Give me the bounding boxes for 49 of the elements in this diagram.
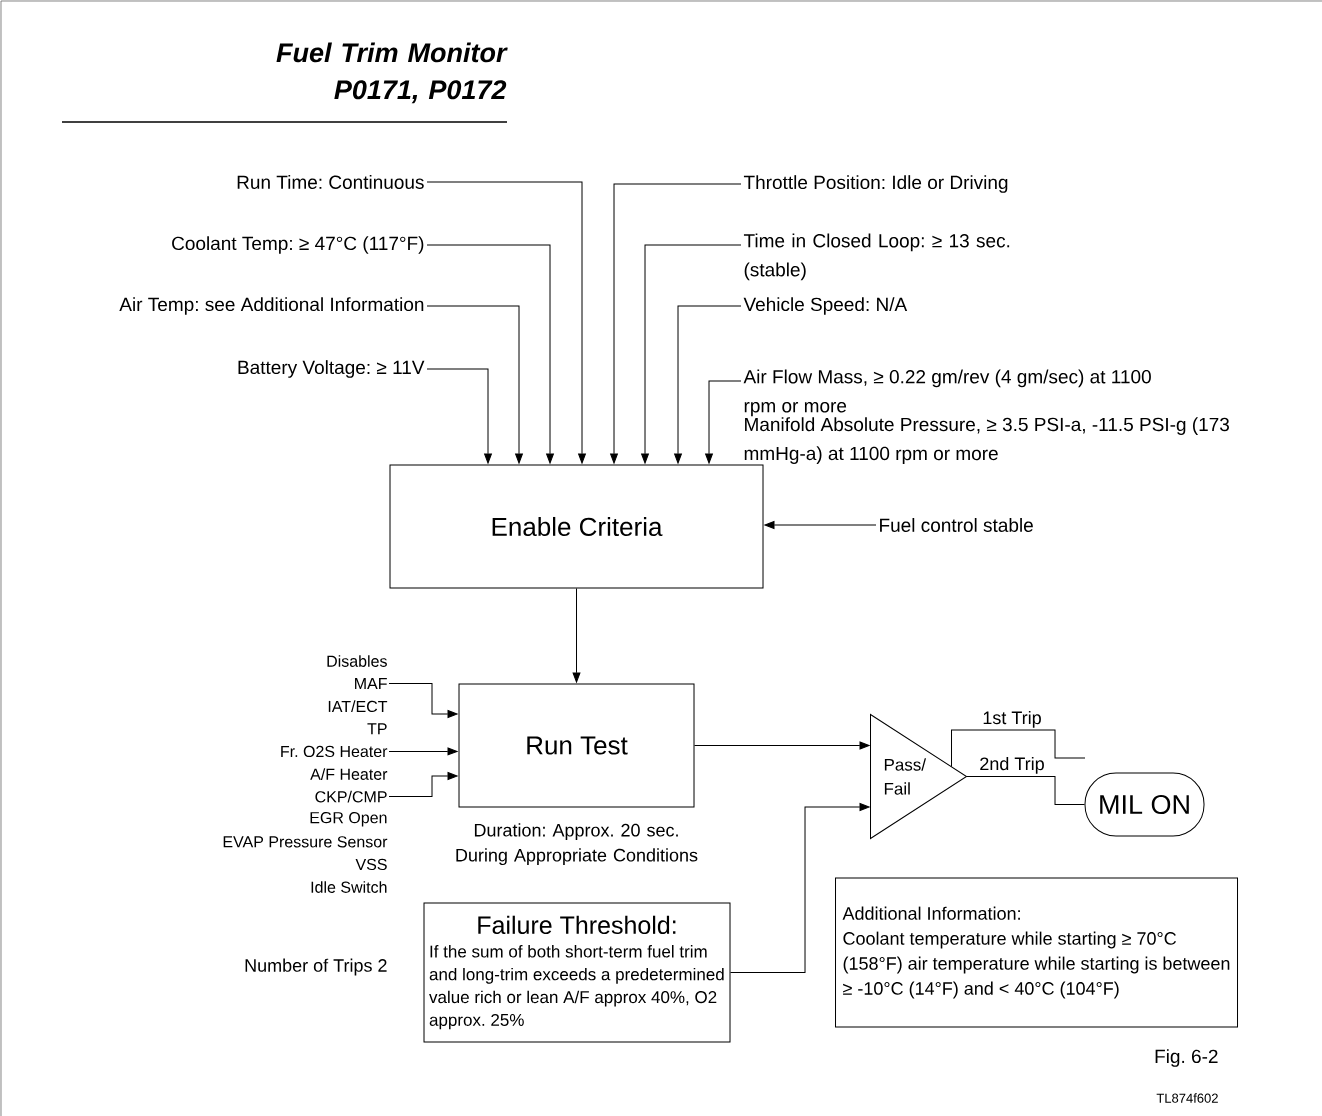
heading-text: Disables bbox=[327, 655, 387, 667]
arrow bbox=[388, 747, 458, 756]
connector-line bbox=[951, 729, 1086, 767]
input-label: TP bbox=[367, 723, 387, 735]
connector-line bbox=[966, 776, 1085, 805]
arrow bbox=[705, 380, 742, 464]
title: Fuel Trim Monitor P0171, P0172 bbox=[276, 42, 508, 104]
condition-label: Run Time: Continuous bbox=[237, 175, 424, 189]
edge-label: 2nd Trip bbox=[978, 755, 1046, 775]
input-label: CKP/CMP bbox=[315, 790, 387, 803]
arrow bbox=[426, 305, 523, 464]
arrow bbox=[641, 244, 742, 464]
condition-label: Coolant Temp: ≥ 47°C (117°F) bbox=[172, 236, 424, 254]
condition-label: Air Temp: see Additional Information bbox=[119, 297, 424, 315]
arrow bbox=[426, 244, 554, 464]
input-label: A/F Heater bbox=[310, 768, 388, 780]
process-box: Enable Criteria bbox=[389, 464, 764, 589]
figure-id: TL874f602 bbox=[1156, 1093, 1218, 1103]
condition-label: Air Flow Mass, ≥ 0.22 gm/rev (4 gm/sec) at 1100 rpm or more Manifold Absolute Pressure, ≥ 3.5 PSI-a, -11.5 PSI-g (173 mmHg-a) at 1100 rpm or more bbox=[743, 369, 1229, 464]
edge-label: 1st Trip bbox=[981, 709, 1043, 729]
process-box: Run Test bbox=[458, 683, 695, 808]
arrow bbox=[426, 368, 492, 464]
arrow bbox=[764, 521, 877, 529]
condition-label: Fuel control stable bbox=[880, 518, 1033, 532]
input-label: IAT/ECT bbox=[328, 700, 388, 713]
input-label: EGR Open bbox=[310, 811, 387, 827]
info-box: Additional Information: Coolant temperature while starting ≥ 70°C (158°F) air temperature while starting is between ≥ -10°C (14°F) and < 40°C (104°F) bbox=[835, 877, 1238, 1028]
arrow bbox=[572, 588, 581, 683]
arrow bbox=[610, 183, 742, 464]
duration-note: Duration: Approx. 20 sec. During Appropriate Conditions bbox=[456, 823, 698, 866]
condition-label: Throttle Position: Idle or Driving bbox=[743, 175, 1008, 193]
input-label: MAF bbox=[355, 678, 387, 690]
input-label: VSS bbox=[355, 858, 387, 871]
input-label: Fr. O2S Heater bbox=[281, 745, 388, 758]
arrow bbox=[674, 305, 742, 464]
arrow bbox=[694, 741, 870, 750]
condition-label: Time in Closed Loop: ≥ 13 sec. (stable) bbox=[743, 233, 1010, 281]
arrow bbox=[730, 803, 870, 973]
arrow bbox=[388, 683, 458, 718]
condition-label: Vehicle Speed: N/A bbox=[743, 297, 908, 315]
input-label: EVAP Pressure Sensor bbox=[223, 836, 388, 848]
input-label: Idle Switch bbox=[311, 881, 387, 893]
figure-number: Fig. 6-2 bbox=[1155, 1049, 1218, 1067]
arrow bbox=[426, 181, 586, 464]
note-text: Number of Trips 2 bbox=[245, 958, 387, 976]
condition-label: Battery Voltage: ≥ 11V bbox=[238, 360, 425, 378]
pass-fail-triangle: Pass/ Fail bbox=[870, 714, 967, 839]
arrow bbox=[388, 772, 458, 798]
threshold-box: Failure Threshold: If the sum of both short-term fuel trim and long-trim exceeds a predetermined value rich or lean A/F approx 40%, O2 approx. 25% bbox=[423, 902, 731, 1043]
